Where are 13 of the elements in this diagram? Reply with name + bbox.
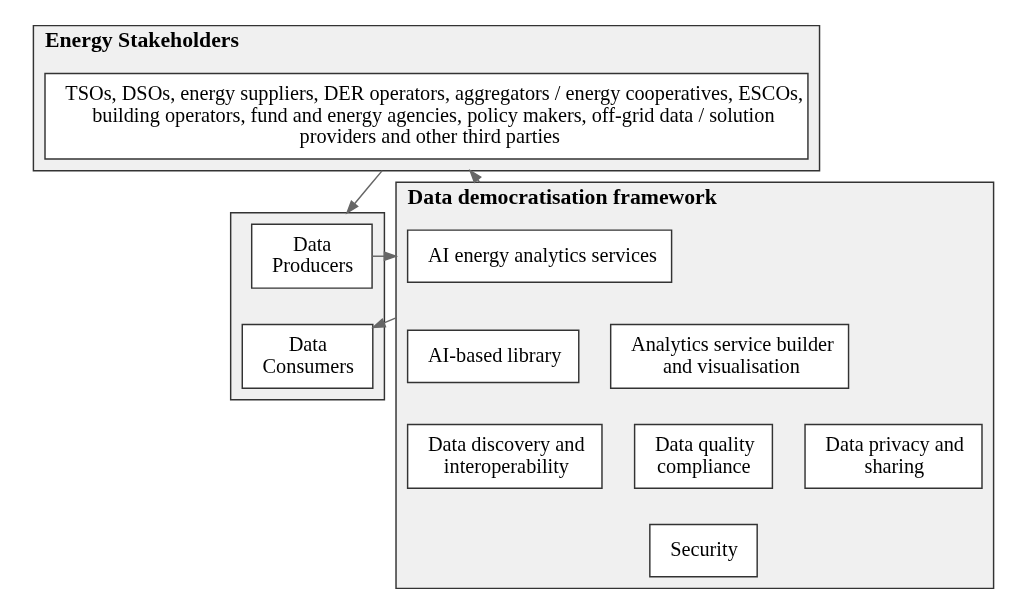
node-box: Data Consumers — [241, 323, 374, 389]
node-box: Data Producers — [250, 223, 373, 289]
node-box: TSOs, DSOs, energy suppliers, DER operators, aggregators / energy cooperatives, ESCOs, building operators, fund and energy agencies, policy makers, off-grid data / solution providers and other third parties — [44, 72, 809, 160]
node-box: AI-based library — [406, 329, 580, 384]
arrow — [371, 317, 397, 329]
node-box: Data privacy and sharing — [804, 423, 983, 490]
arrow — [371, 251, 399, 262]
node-box: Analytics service builder and visualisation — [609, 323, 850, 389]
node-box: Data discovery and interoperability — [406, 423, 603, 490]
node-box: Data quality compliance — [633, 423, 774, 490]
node-box: AI energy analytics services — [406, 229, 673, 284]
arrow — [345, 169, 383, 215]
node-box: Security — [649, 523, 758, 578]
